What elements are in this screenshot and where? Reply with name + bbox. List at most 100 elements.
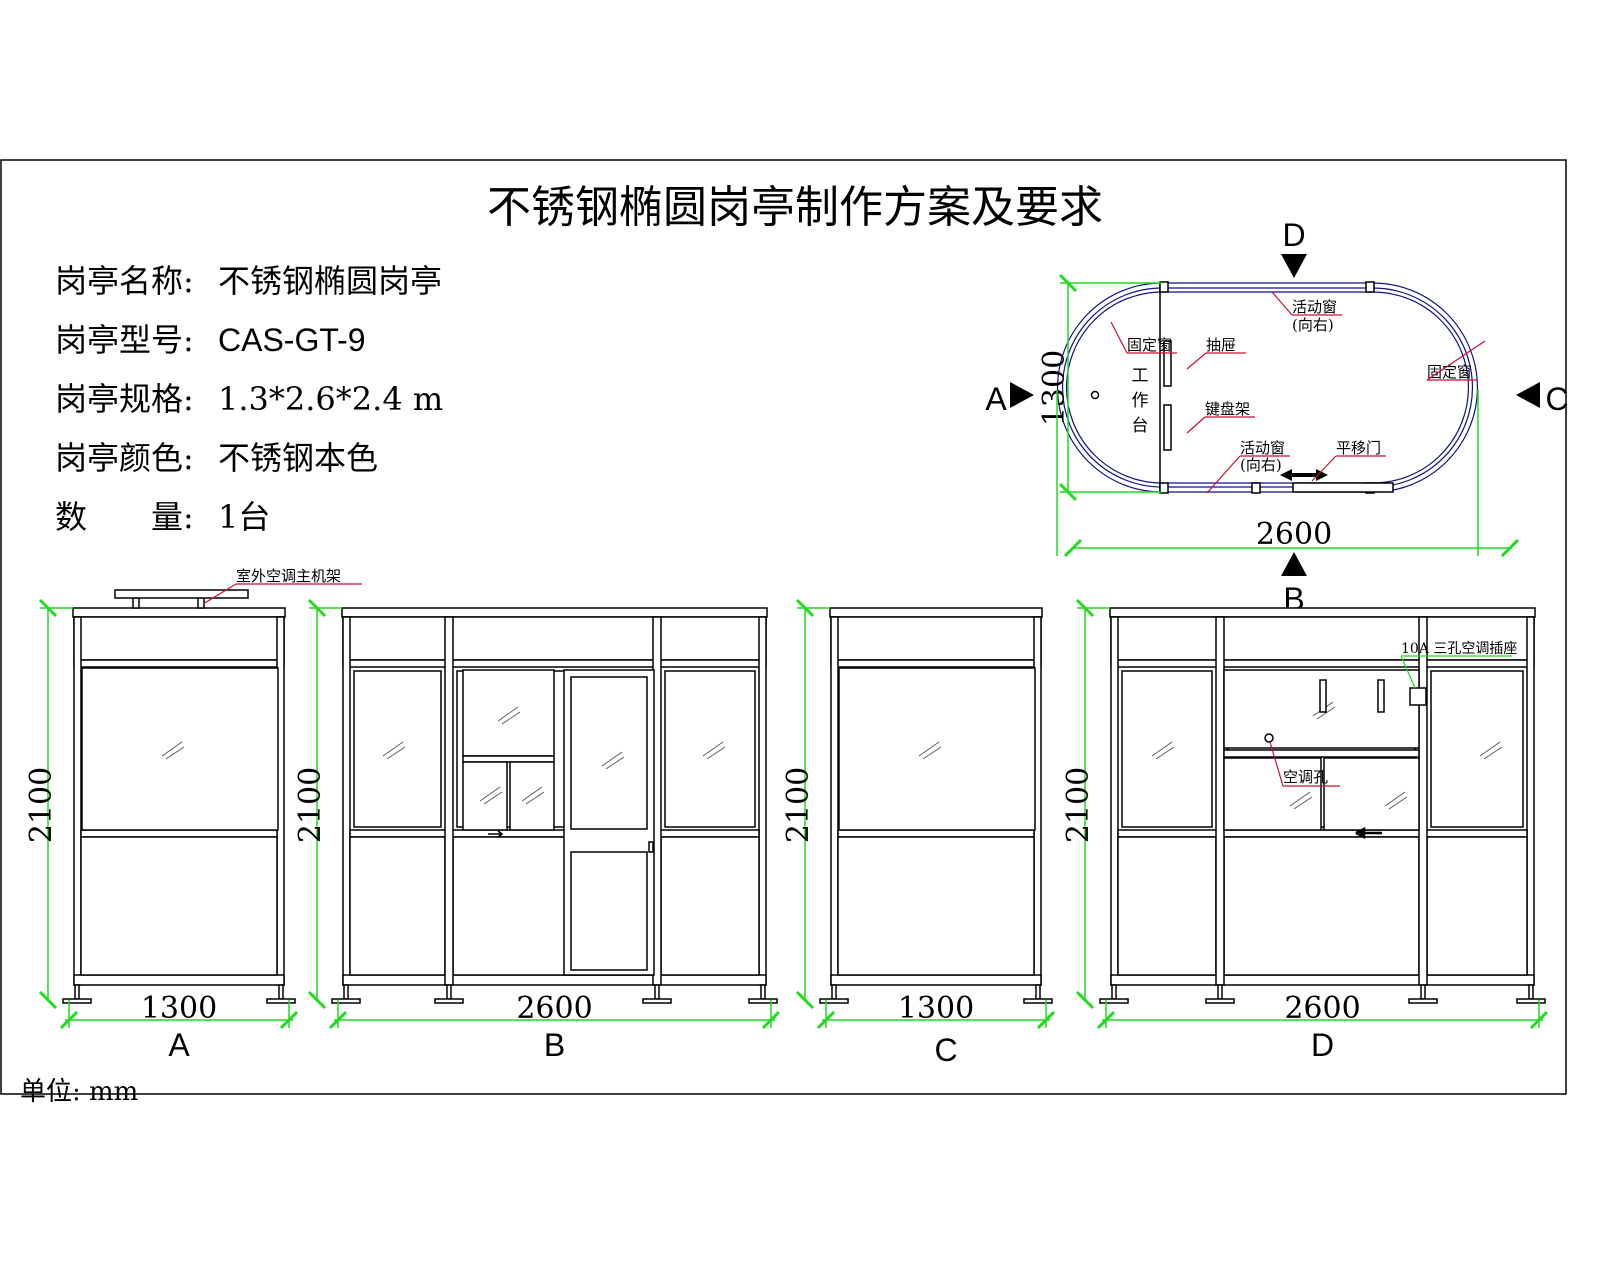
foot [1528, 984, 1534, 1000]
foot [74, 984, 80, 1000]
glass-hatch [386, 746, 406, 760]
glass-hatch [483, 791, 503, 805]
lower-panel [80, 836, 278, 976]
sliding-pane [1323, 757, 1420, 831]
view-marker-a: A [985, 381, 1007, 417]
label-workbench: 台 [1132, 416, 1149, 436]
foot-plate [62, 998, 92, 1004]
ac-bracket-post [197, 597, 205, 609]
lower-panel [1223, 836, 1420, 976]
foot-plate [1408, 998, 1438, 1004]
foot-plate [748, 998, 778, 1004]
leader-line [1426, 340, 1486, 381]
glass-hatch [702, 741, 724, 757]
foot-plate [642, 998, 672, 1004]
label-fixed-window-right: 固定窗 [1427, 363, 1472, 381]
lower-panel [1426, 836, 1528, 976]
window-frame [81, 667, 279, 831]
width-dimension: 1300 [141, 991, 217, 1026]
mid-rail [837, 829, 1035, 838]
foot-plate [1516, 998, 1546, 1004]
glass-hatch [161, 741, 183, 757]
dimension-tick [1058, 482, 1078, 502]
corner-post [758, 616, 767, 986]
view-label: D [1311, 1027, 1334, 1063]
spec-value: 1.3*2.6*2.4 m [218, 380, 443, 418]
foot-plate [266, 998, 296, 1004]
corner-post [1526, 616, 1535, 986]
dimension-tick [38, 598, 58, 618]
label-workbench: 工 [1132, 366, 1149, 386]
foot-plate [331, 998, 361, 1004]
base-rail [73, 974, 285, 986]
glass-hatch [1289, 791, 1311, 807]
sliding-pane [509, 761, 555, 831]
glass-hatch [1483, 746, 1503, 760]
door-glass-lower [570, 851, 648, 971]
label-workbench: 作 [1132, 391, 1149, 411]
dimension-tick [795, 990, 815, 1010]
plan-depth-dimension: 1300 [1037, 350, 1072, 426]
leader-line [1311, 455, 1337, 482]
lower-panel [837, 836, 1035, 976]
view-arrow-a-icon [1010, 382, 1034, 408]
header-rail [1110, 659, 1535, 668]
mid-rail [80, 829, 278, 838]
glass-hatch [601, 751, 623, 767]
plan-sliding-door [1292, 482, 1394, 493]
plan-drawer [1163, 340, 1172, 387]
window-pane [1430, 670, 1524, 828]
view-arrow-b-icon [1281, 552, 1307, 576]
label-ac-bracket: 室外空调主机架 [236, 567, 341, 585]
glass-hatch [922, 746, 942, 760]
dimension-tick [38, 990, 58, 1010]
unit-label: 单位: mm [20, 1077, 138, 1107]
mid-rail [349, 829, 760, 838]
lower-panel [349, 836, 446, 976]
label-sliding-window-bottom: 活动窗 [1240, 439, 1285, 457]
spec-label: 岗亭名称: [55, 262, 194, 300]
door-glass-upper [570, 676, 648, 830]
header-rail [73, 659, 285, 668]
plan-ac-hole [1090, 390, 1100, 400]
glass-hatch [1384, 791, 1406, 807]
dimension-tick [1500, 538, 1520, 558]
foot [760, 984, 766, 1000]
plan-door-post [1251, 482, 1261, 494]
label-socket: 10A 三孔空调插座 [1401, 641, 1517, 657]
glass-hatch [165, 746, 185, 760]
frame-post [1215, 616, 1225, 986]
plan-post [1365, 281, 1375, 293]
foot [278, 984, 284, 1000]
dimension-tick [816, 1010, 836, 1030]
label-drawer: 抽屉 [1206, 336, 1236, 354]
socket [1409, 687, 1427, 706]
ac-bracket-top [114, 589, 249, 599]
leader-line [202, 583, 237, 605]
spec-label: 数 量: [55, 498, 194, 536]
spec-list: 岗亭名称:不锈钢椭圆岗亭岗亭型号:CAS-GT-9岗亭规格:1.3*2.6*2.… [55, 262, 443, 536]
plan-width-dimension: 2600 [1256, 517, 1332, 552]
window-pane [1121, 670, 1213, 828]
plan-keyboard-tray [1163, 404, 1172, 451]
foot [831, 984, 837, 1000]
foot [1111, 984, 1117, 1000]
ac-bracket-post [132, 597, 140, 609]
hanger [1377, 679, 1385, 713]
dimension-tick [1096, 1010, 1116, 1030]
foot-plate [1023, 998, 1053, 1004]
roof-cap [1109, 607, 1536, 618]
base-rail [1110, 974, 1535, 986]
dimension-tick [1075, 598, 1095, 618]
ac-hole [1264, 733, 1274, 743]
view-marker-d: D [1282, 217, 1305, 253]
corner-post [1110, 616, 1119, 986]
sliding-door-arrow-icon [1280, 469, 1328, 481]
frame-post [1418, 616, 1428, 986]
drawing-border [0, 159, 1567, 1095]
leader-line [1269, 741, 1284, 787]
leader-line [1110, 321, 1128, 354]
leader-line [1271, 291, 1293, 316]
